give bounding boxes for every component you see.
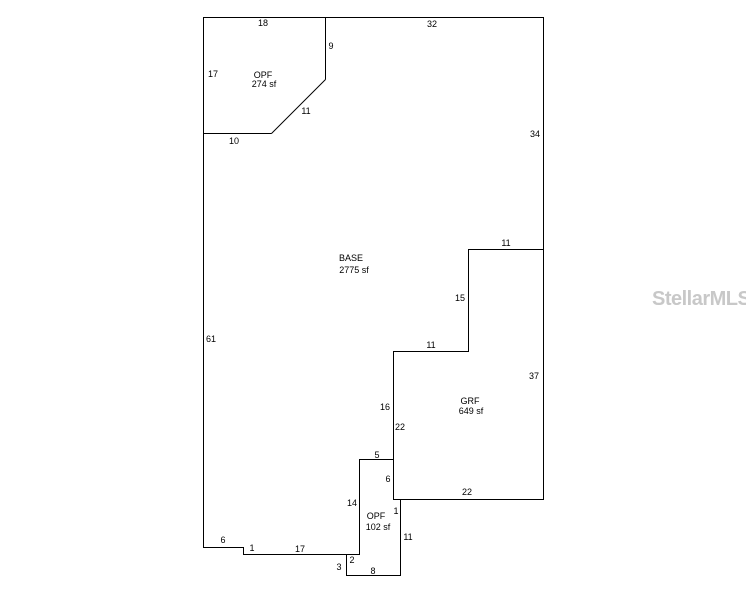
dim-bottom-run: 17 <box>295 544 305 554</box>
dim-opf-top-left: 17 <box>208 69 218 79</box>
dim-bottom-notch: 1 <box>249 543 254 553</box>
dim-opf-top-side: 9 <box>328 41 333 51</box>
grf-name: GRF <box>461 396 481 406</box>
dim-step-horizontal: 11 <box>426 340 435 350</box>
dim-opf-bottom-left: 14 <box>347 498 357 508</box>
dim-opf-bottom-right-small: 1 <box>393 506 398 516</box>
dim-bottom-step-left: 3 <box>336 562 341 572</box>
opf-top-size: 274 sf <box>252 79 277 89</box>
base-name: BASE <box>339 253 363 263</box>
base-size: 2775 sf <box>339 265 369 275</box>
dim-opf-small-top: 5 <box>374 450 379 460</box>
dim-bottom-step-width: 8 <box>370 566 375 576</box>
grf-size: 649 sf <box>459 406 484 416</box>
base-outline <box>203 17 544 555</box>
dim-opf-top-width: 18 <box>258 18 268 28</box>
dim-grf-left-lower: 22 <box>395 422 405 432</box>
opf-bottom-outline <box>346 499 401 576</box>
dim-grf-left-short: 6 <box>385 474 390 484</box>
opf-top-name: OPF <box>254 70 273 80</box>
dim-opf-top-diagonal: 11 <box>301 106 310 116</box>
dim-step-vertical: 15 <box>455 293 465 303</box>
dim-top-right: 32 <box>427 19 437 29</box>
opf-bottom-name: OPF <box>367 511 386 521</box>
dim-bottom-step-small: 2 <box>349 555 354 565</box>
dim-opf-top-bottom: 10 <box>229 136 239 146</box>
dim-grf-left-upper: 16 <box>380 402 390 412</box>
grf-step-outline <box>393 249 544 460</box>
stellarmls-watermark: StellarMLS <box>652 288 746 310</box>
opf-bottom-size: 102 sf <box>366 522 391 532</box>
dim-right-upper: 34 <box>530 129 540 139</box>
dim-left-side: 61 <box>206 334 216 344</box>
dim-grf-bottom: 22 <box>462 487 472 497</box>
opf-top-diagonal-edge <box>271 79 326 134</box>
dim-bottom-left-short: 6 <box>220 535 225 545</box>
dim-opf-bottom-right: 11 <box>403 532 412 542</box>
dim-grf-right: 37 <box>529 371 539 381</box>
dim-right-step: 11 <box>501 238 510 248</box>
